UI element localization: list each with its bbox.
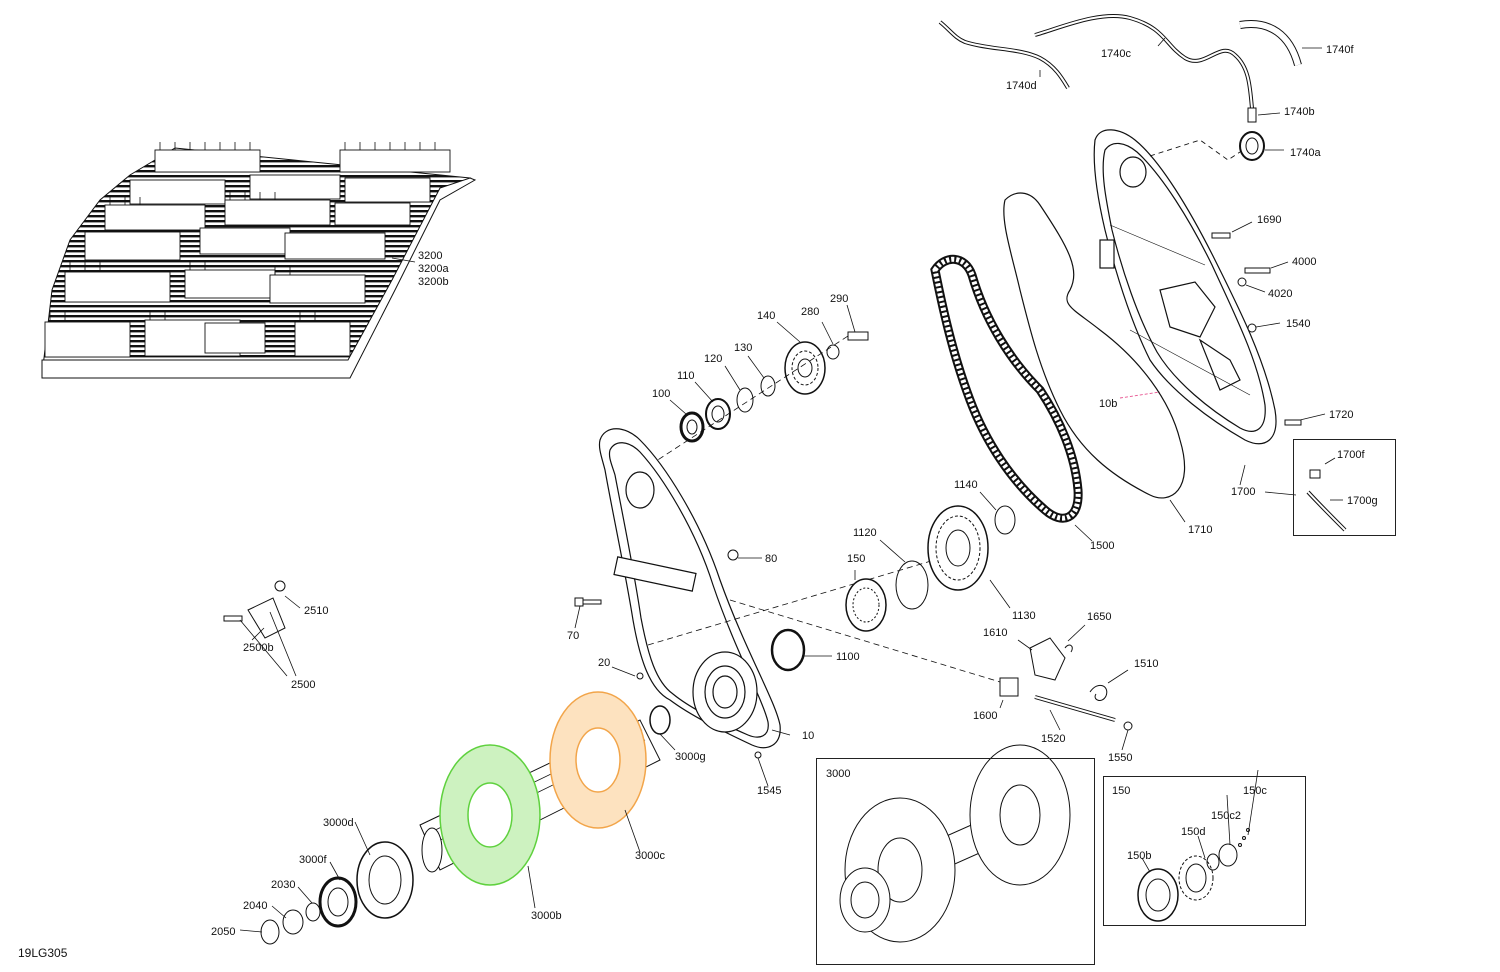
cover-fasteners: [1211, 232, 1302, 426]
callout-label: 2500: [291, 679, 316, 691]
axle-end-parts: [260, 705, 671, 945]
callout-label: 1700g: [1347, 495, 1378, 507]
callout-label: 1120: [853, 527, 877, 539]
callout-label: 3200: [418, 250, 443, 262]
callout-label: 280: [801, 306, 820, 318]
tensioner: [999, 637, 1133, 731]
ref-axis-10b: [729, 599, 1011, 686]
chaincase-cover: [1093, 129, 1277, 445]
leader-1740a-cover: [1149, 139, 1241, 161]
callout-label: 80: [765, 553, 778, 565]
inset-bearing-illustration: [1137, 828, 1250, 922]
callout-label: 20: [598, 657, 611, 669]
callout-label: 2040: [243, 900, 268, 912]
callout-label: 1140: [954, 479, 978, 491]
callout-label: 1550: [1108, 752, 1133, 764]
callout-label: 110: [677, 370, 695, 382]
callout-label: 1740d: [1006, 80, 1037, 92]
callout-label: 1740b: [1284, 106, 1315, 118]
bracket-2500: [223, 580, 286, 639]
inset-axle-title: 3000: [826, 768, 851, 780]
inset-axle-frame: [816, 758, 1095, 965]
belt-1710: [1003, 192, 1186, 499]
callout-label: 10b: [1099, 398, 1118, 410]
callout-label: 150c2: [1211, 810, 1241, 822]
sprocket-3000c: [549, 691, 647, 829]
callout-label: 10: [802, 730, 815, 742]
callout-label: 120: [704, 353, 723, 365]
callout-label: 1510: [1134, 658, 1159, 670]
callout-label: 1690: [1257, 214, 1282, 226]
callout-label: 4020: [1268, 288, 1293, 300]
callout-label: 1520: [1041, 733, 1066, 745]
inset-axle-illustration: [839, 744, 1071, 943]
callout-label: 1540: [1286, 318, 1311, 330]
callout-label: 3200a: [418, 263, 449, 275]
callout-label: 3000c: [635, 850, 665, 862]
callout-label: 1700f: [1337, 449, 1365, 461]
callout-label: 150c: [1243, 785, 1267, 797]
callout-label: 150b: [1127, 850, 1152, 862]
leader-lines: [239, 37, 1343, 933]
callout-label: 1500: [1090, 540, 1115, 552]
callout-label: 3000b: [531, 910, 562, 922]
callout-label: 2030: [271, 879, 296, 891]
chain-1500: [930, 254, 1083, 523]
callout-label: 3200b: [418, 276, 449, 288]
ref-line-10b: [1119, 391, 1161, 399]
callout-label: 70: [567, 630, 580, 642]
callout-label: 2500b: [243, 642, 274, 654]
track-illustration: [41, 142, 477, 379]
upper-shaft-parts: [679, 331, 869, 443]
callout-label: 150: [847, 553, 866, 565]
callout-label: 130: [734, 342, 753, 354]
hoses-1740: [938, 13, 1302, 109]
callout-label: 1600: [973, 710, 998, 722]
callout-label: 3000g: [675, 751, 706, 763]
fitting-1740b: [1239, 107, 1265, 161]
callout-label: 4000: [1292, 256, 1317, 268]
callout-label: 100: [652, 388, 671, 400]
callout-label: 2510: [304, 605, 329, 617]
inset-bearing-frame: [1103, 776, 1306, 926]
callout-label: 2050: [211, 926, 236, 938]
callout-label: 290: [830, 293, 849, 305]
callout-label: 1720: [1329, 409, 1354, 421]
callout-label: 1130: [1012, 610, 1036, 622]
callout-label: 1610: [983, 627, 1008, 639]
upper-axis: [649, 335, 849, 466]
callout-label: 1545: [757, 785, 782, 797]
inset-hose-frame: [1293, 439, 1396, 536]
callout-label: 150d: [1181, 826, 1206, 838]
callout-label: 1700: [1231, 486, 1256, 498]
lower-shaft-parts: [770, 505, 1016, 672]
callout-label: 1100: [836, 651, 860, 663]
case-bolts: [574, 549, 762, 759]
callout-label: 140: [757, 310, 776, 322]
callout-label: 1740f: [1326, 44, 1354, 56]
figure-code: 19LG305: [18, 946, 68, 960]
hose-detail-1700g: [1306, 469, 1347, 532]
sprocket-3000b: [439, 744, 541, 886]
callout-label: 1740a: [1290, 147, 1321, 159]
inner-chaincase: [598, 428, 781, 749]
callout-label: 3000f: [299, 854, 327, 866]
callout-label: 3000d: [323, 817, 354, 829]
inset-bearing-title: 150: [1112, 785, 1131, 797]
callout-label: 1740c: [1101, 48, 1131, 60]
callout-label: 1650: [1087, 611, 1112, 623]
callout-label: 1710: [1188, 524, 1213, 536]
